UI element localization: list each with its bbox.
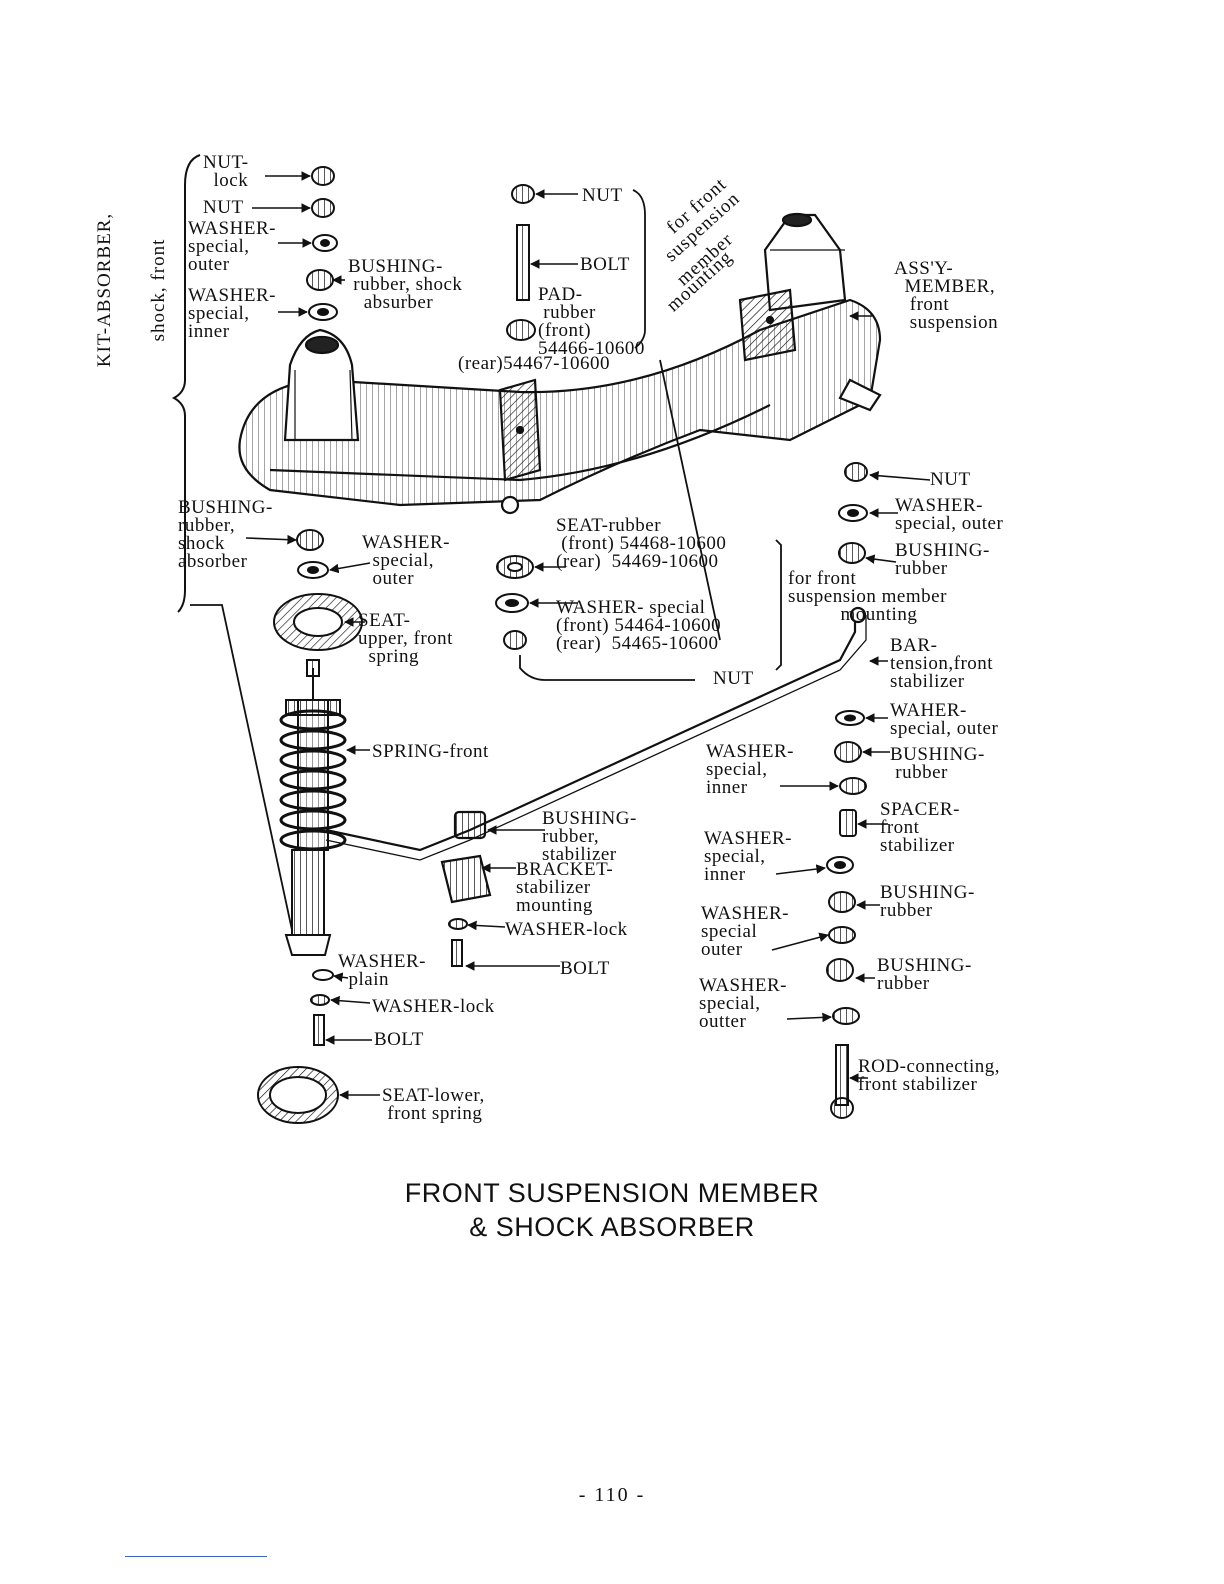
label-bushing-shock-top: BUSHING- rubber, shock absurber — [348, 256, 463, 313]
label-pad-rubber: PAD- rubber (front) 54466-10600 — [538, 284, 645, 359]
label-pad-rear: (rear)54467-10600 — [458, 353, 611, 374]
label-nut-right: NUT — [930, 469, 971, 490]
label-assy-member: ASS'Y- MEMBER, front suspension — [894, 258, 999, 333]
label-washer-special-inner-r1: WASHER- special, inner — [706, 741, 794, 798]
label-seat-lower: SEAT-lower, front spring — [382, 1085, 485, 1124]
label-nut-mount: NUT — [582, 185, 623, 206]
hardware-parts — [257, 166, 868, 1124]
label-washer-plain: WASHER- plain — [338, 951, 426, 990]
kit-absorber-line1: KIT-ABSORBER, — [94, 212, 115, 368]
label-washer-special-mid: WASHER- special (front) 54464-10600 (rea… — [556, 597, 722, 654]
kit-absorber-label: KIT-ABSORBER, shock, front — [60, 195, 186, 385]
label-washer-lock-mid: WASHER-lock — [505, 919, 628, 940]
kit-bracket — [171, 154, 201, 613]
label-bolt-mount: BOLT — [580, 254, 630, 275]
label-bushing-rubber-r2: BUSHING- rubber — [890, 744, 985, 783]
label-bracket-stabilizer: BRACKET- stabilizer mounting — [516, 859, 614, 916]
label-bushing-rubber-r4: BUSHING- rubber — [877, 955, 972, 994]
suspension-member — [238, 212, 882, 515]
leader-lines — [245, 171, 931, 1100]
label-washer-special-outer-top: WASHER- special, outer — [188, 218, 276, 275]
bracket-lines — [190, 189, 782, 931]
label-bushing-rubber-right-top: BUSHING- rubber — [895, 540, 990, 579]
label-washer-lock-lower: WASHER-lock — [372, 996, 495, 1017]
label-bushing-shock-lower: BUSHING- rubber, shock absorber — [178, 497, 273, 572]
label-bushing-rubber-r3: BUSHING- rubber — [880, 882, 975, 921]
kit-absorber-line2: shock, front — [148, 238, 169, 342]
label-seat-upper: SEAT- upper, front spring — [358, 610, 453, 667]
label-bar-tension: BAR- tension,front stabilizer — [890, 635, 994, 692]
label-spring-front: SPRING-front — [372, 741, 489, 762]
stabilizer-bar — [325, 606, 867, 904]
figure-title-line1: FRONT SUSPENSION MEMBER — [404, 1178, 820, 1208]
label-washer-special-outter: WASHER- special, outter — [699, 975, 787, 1032]
label-washer-special-inner-r2: WASHER- special, inner — [704, 828, 792, 885]
label-spacer-front: SPACER- front stabilizer — [880, 799, 960, 856]
label-for-front-member: for front suspension member mounting — [788, 568, 947, 625]
label-nut-top-left: NUT — [203, 197, 244, 218]
label-rod-connecting: ROD-connecting, front stabilizer — [858, 1056, 1001, 1095]
label-nut-lock: NUT- lock — [203, 152, 249, 191]
page-number: - 110 - — [578, 1484, 646, 1506]
figure-title-line2: & SHOCK ABSORBER — [469, 1212, 755, 1242]
label-seat-rubber: SEAT-rubber (front) 54468-10600 (rear) 5… — [556, 515, 727, 572]
label-nut-mid: NUT — [713, 668, 754, 689]
label-bolt-lower: BOLT — [560, 958, 610, 979]
label-washer-special-outer-right: WASHER- special, outer — [895, 495, 1004, 534]
label-washer-special-inner-top: WASHER- special, inner — [188, 285, 276, 342]
footer-rule — [125, 1556, 267, 1557]
label-washer-special-outer-mid: WASHER- special, outer — [362, 532, 450, 589]
label-bolt-bottom: BOLT — [374, 1029, 424, 1050]
label-washer-special-outer-r3: WASHER- special outer — [701, 903, 789, 960]
shock-absorber-assembly — [279, 659, 347, 956]
label-bushing-stabilizer: BUSHING- rubber, stabilizer — [542, 808, 637, 865]
label-waher-special-outer: WAHER- special, outer — [890, 700, 999, 739]
